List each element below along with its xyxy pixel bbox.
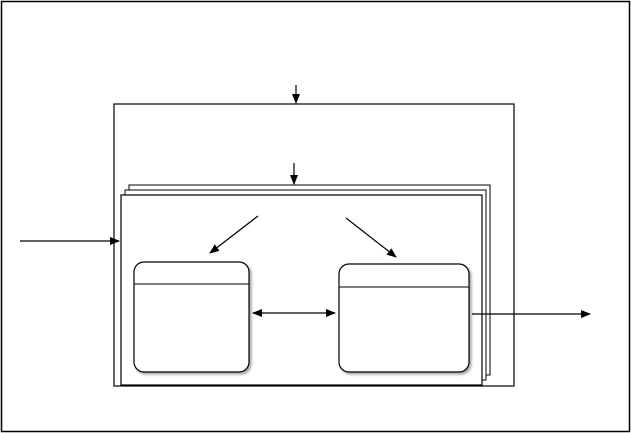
diagonal-arrow-to-left-state [209,215,259,254]
diagonal-arrow-to-right-state [345,217,397,258]
outer-composite-state [113,103,515,387]
left-state-box [133,261,250,373]
left-state [133,261,250,373]
right-state [338,263,470,373]
right-state-box [338,263,470,373]
